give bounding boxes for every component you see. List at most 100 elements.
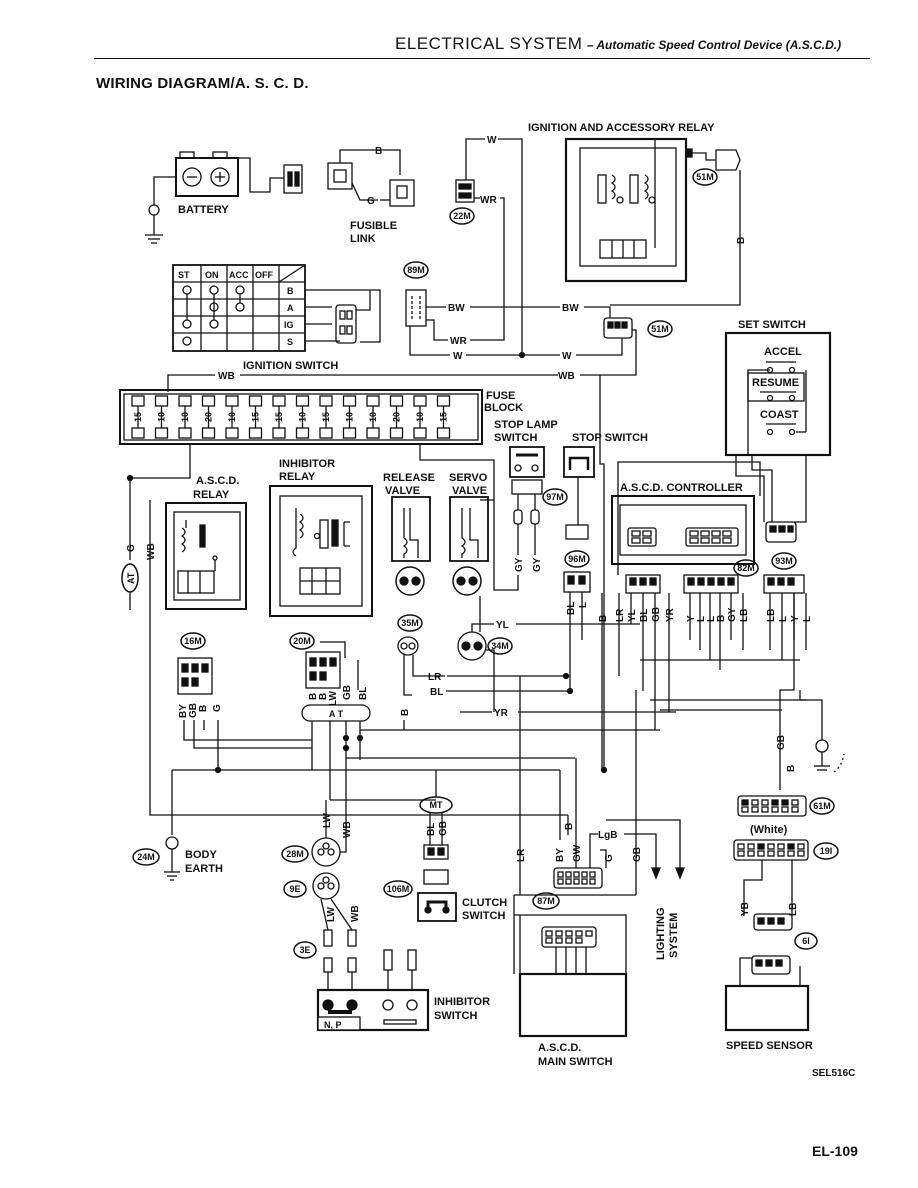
wire-label-gb-right: GB [776, 735, 787, 750]
stop-switch: STOP SWITCH 96M BL L [563, 432, 648, 690]
wire-label-lb-6i: LB [788, 903, 799, 916]
battery-label: BATTERY [178, 204, 229, 216]
wire-label-bw-left: BW [448, 303, 465, 314]
header-title: ELECTRICAL SYSTEM [395, 34, 583, 53]
connector-22m: W WR 22M [449, 135, 523, 355]
wire-label-bl-96m: BL [566, 602, 577, 615]
ascd-relay-label-2: RELAY [193, 489, 230, 501]
main-switch-label-1: A.S.C.D. [538, 1042, 581, 1054]
fuse-rating: 10 [415, 412, 425, 422]
fuse: 10 [178, 395, 192, 439]
wire-label-gb-main-sw: GB [632, 847, 643, 862]
fuse-rating: 10 [368, 412, 378, 422]
ignition-switch-label: IGNITION SWITCH [243, 360, 338, 372]
body-earth-label-2: EARTH [185, 863, 223, 875]
speed-sensor-group: GB B 61M (White) 19I YB LB 6I SPEED SENS… [724, 594, 845, 1052]
page-header: ELECTRICAL SYSTEM – Automatic Speed Cont… [395, 34, 841, 54]
fuse-rating: 20 [392, 412, 402, 422]
body-earth-label-1: BODY [185, 849, 217, 861]
connector-label-96m: 96M [568, 554, 586, 564]
inhibitor-switch-label-1: INHIBITOR [434, 996, 490, 1008]
controller-wire-label: YR [665, 607, 676, 622]
fuse-rating: 10 [157, 412, 167, 422]
connector-label-24m: 24M [137, 852, 155, 862]
controller-wire-label: L [802, 616, 813, 622]
controller-wire-label: L [696, 616, 707, 622]
wire-label-yr-main: YR [494, 708, 509, 719]
ign-col-off: OFF [255, 270, 273, 280]
fuse-rating: 10 [180, 412, 190, 422]
wire-label-b-main-sw: B [564, 823, 575, 830]
main-switch-label-2: MAIN SWITCH [538, 1056, 613, 1068]
ign-col-acc: ACC [229, 270, 249, 280]
controller-wire-label: LR [615, 608, 626, 622]
figure-code: SEL516C [812, 1068, 856, 1079]
connector-label-28m: 28M [286, 849, 304, 859]
wire-label-lr-main-sw: LR [516, 848, 527, 862]
ascd-controller-label: A.S.C.D. CONTROLLER [620, 482, 743, 494]
fusible-link: B G FUSIBLE LINK [327, 146, 415, 245]
wire-label-b-16m: B [198, 705, 209, 712]
connector-label-82m: 82M [737, 563, 755, 573]
fuse-rating: 15 [274, 412, 284, 422]
controller-wire-label: B [716, 615, 727, 622]
set-switch: SET SWITCH ACCEL RESUME COAST 93M [724, 319, 832, 570]
wire-label-lw-9e: LW [326, 906, 337, 922]
inhibitor-relay-label-2: RELAY [279, 471, 316, 483]
fuse-rating: 15 [321, 412, 331, 422]
wire-label-by-16m: BY [178, 704, 189, 718]
wire-label-lr-main: LR [428, 672, 442, 683]
wire-label-wr-top: WR [480, 195, 497, 206]
set-switch-label: SET SWITCH [738, 319, 806, 331]
release-valve: RELEASE VALVE [383, 472, 435, 596]
fusible-link-label-1: FUSIBLE [350, 220, 397, 232]
white-label: (White) [750, 824, 788, 836]
connector-label-35m: 35M [401, 618, 419, 628]
inhibitor-switch-group: 28M LW WB 9E LW WB 3E N, P INHIBITOR SWI… [281, 760, 490, 1032]
wire-label-wb-left: WB [218, 371, 235, 382]
diagram-title: WIRING DIAGRAM/A. S. C. D. [96, 75, 309, 92]
battery: BATTERY [145, 151, 303, 244]
lighting-system-label-2: SYSTEM [668, 913, 680, 958]
connector-label-22m: 22M [453, 211, 471, 221]
stop-lamp-switch-label-2: SWITCH [494, 432, 537, 444]
servo-valve-label-1: SERVO [449, 472, 488, 484]
lighting-system-label-1: LIGHTING [655, 907, 667, 960]
fusible-link-label-2: LINK [350, 233, 376, 245]
wire-label-g-main-sw: G [604, 854, 615, 862]
coast-label: COAST [760, 409, 799, 421]
connector-label-16m: 16M [184, 636, 202, 646]
wire-label-gy-1: GY [514, 557, 525, 572]
wire-label-bw-right: BW [562, 303, 579, 314]
fuse: 15 [436, 395, 451, 439]
connector-label-20m: 20M [293, 636, 311, 646]
controller-wire-label: BL [639, 609, 650, 622]
fuse: 15 [248, 395, 263, 439]
connectors-35m-34m: 35M LR BL B 34M YL YR [397, 596, 676, 730]
wire-label-bl-main: BL [430, 687, 443, 698]
ign-acc-relay-label: IGNITION AND ACCESSORY RELAY [528, 122, 715, 134]
fuse-rating: 10 [227, 412, 237, 422]
fuse-block-label-2: BLOCK [484, 402, 523, 414]
wire-label-wb-right: WB [558, 371, 575, 382]
stop-switch-label: STOP SWITCH [572, 432, 648, 444]
ign-acc-relay: IGNITION AND ACCESSORY RELAY 51M B [528, 122, 747, 306]
connector-label-19i: 19I [820, 846, 833, 856]
wire-label-b-20m-2: B [318, 693, 329, 700]
ignition-switch: ST ON ACC OFF B A IG S IGNITION SWITCH [172, 264, 381, 372]
servo-valve: SERVO VALVE [449, 472, 489, 596]
connector-label-9e: 9E [289, 884, 300, 894]
connector-label-89m: 89M [407, 265, 425, 275]
wire-label-gb-mt: GB [438, 821, 449, 836]
controller-wire-label: L [706, 616, 717, 622]
wire-label-w-mid-left: W [453, 351, 463, 362]
fuse: 15 [272, 395, 286, 439]
wire-label-g: G [367, 196, 375, 207]
servo-valve-label-2: VALVE [452, 485, 487, 497]
connector-label-93m: 93M [775, 556, 793, 566]
stop-lamp-switch: STOP LAMP SWITCH 97M GY GY [480, 419, 568, 591]
connector-16m: 16M BY GB B G [171, 632, 560, 835]
clutch-switch-label-1: CLUTCH [462, 897, 507, 909]
fuse: 10 [413, 395, 427, 439]
